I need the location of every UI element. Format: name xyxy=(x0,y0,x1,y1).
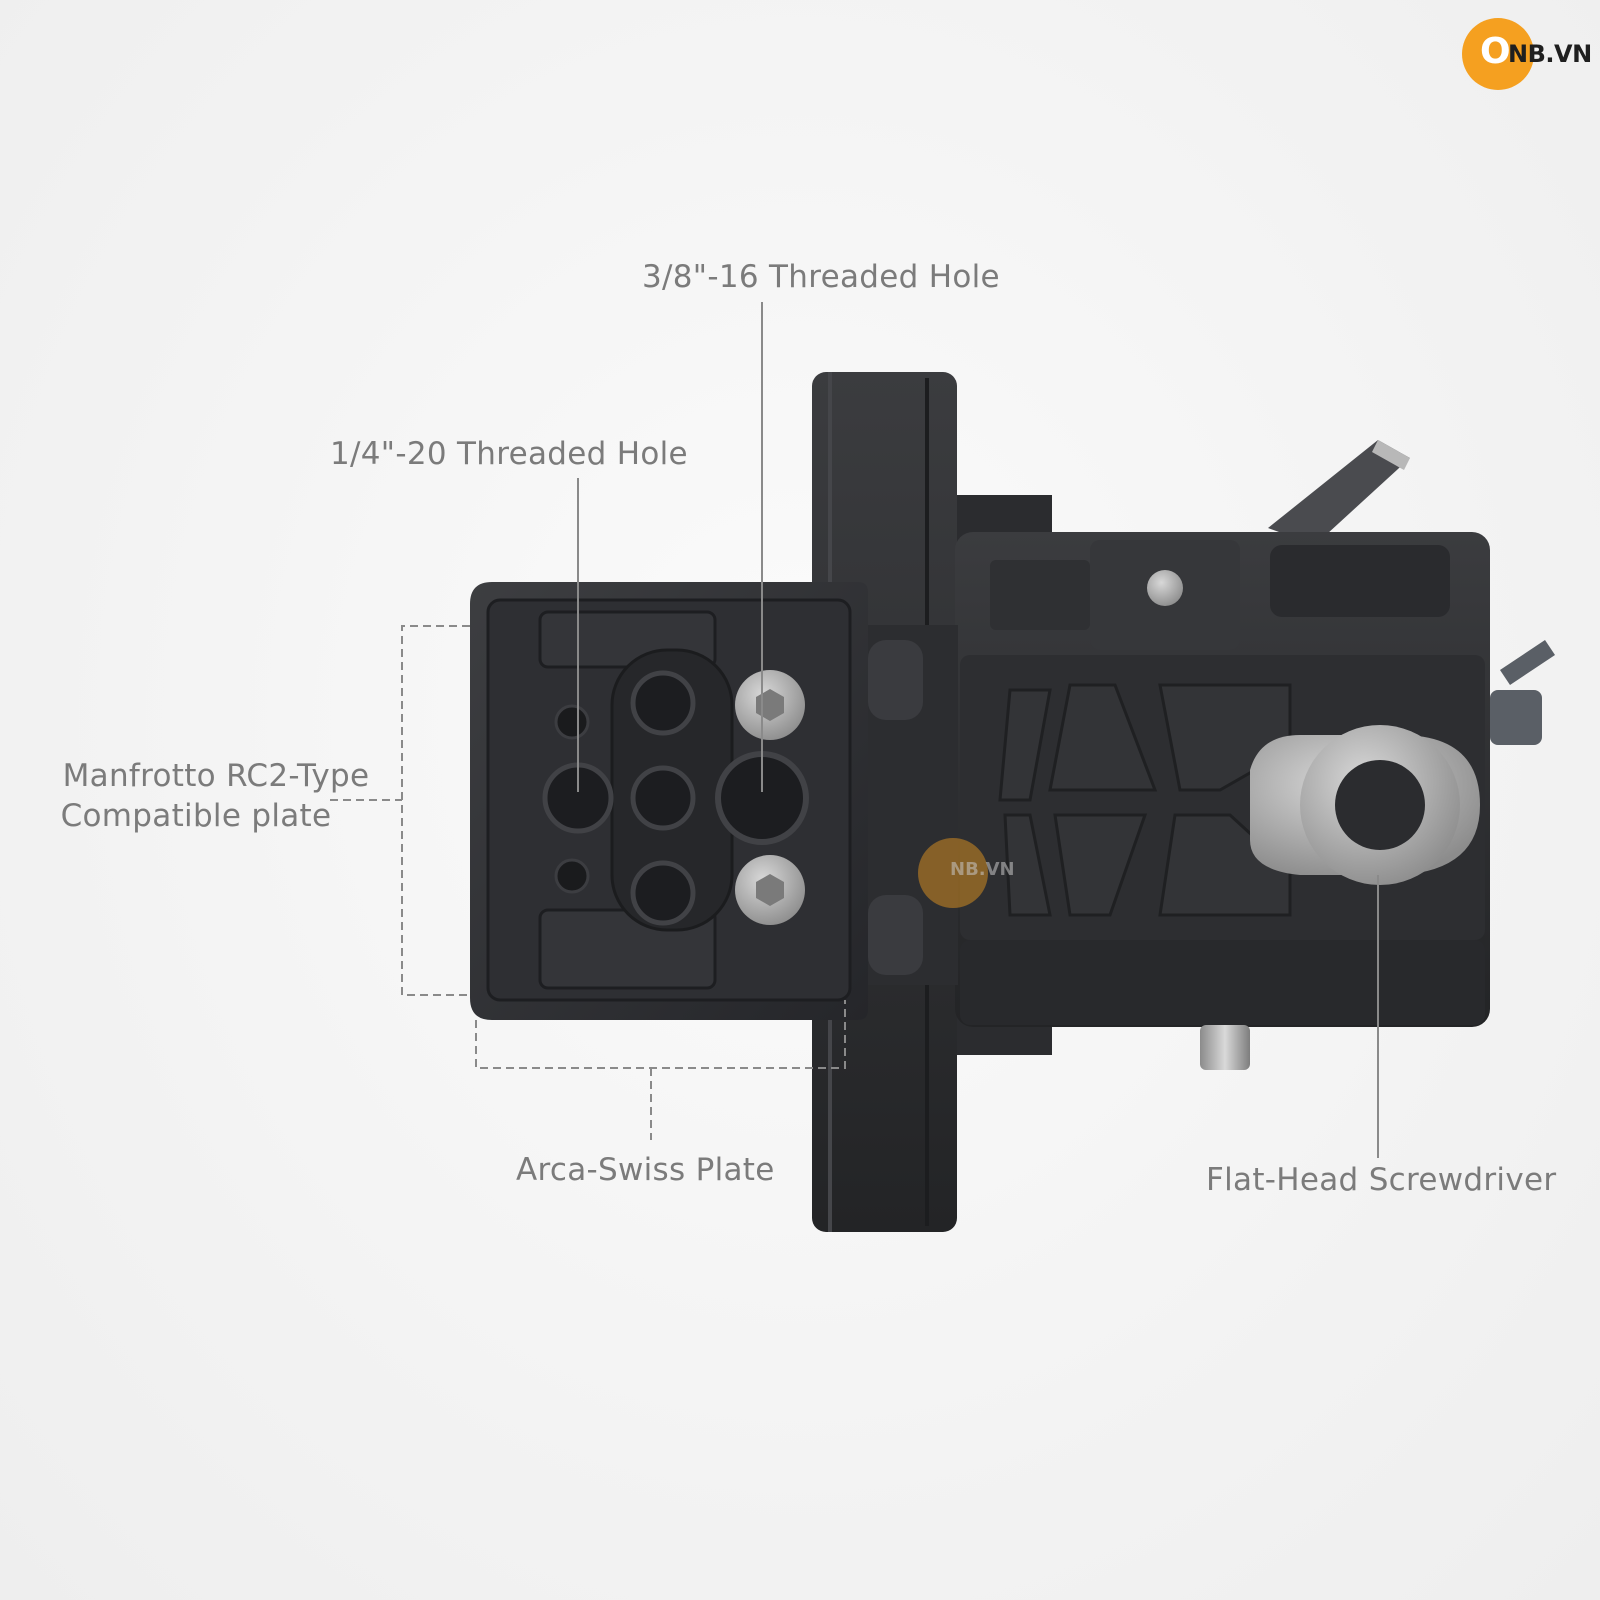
watermark-text: NB.VN xyxy=(950,859,1015,880)
knob-dot-icon xyxy=(1147,570,1183,606)
hex-screws xyxy=(735,670,805,925)
locking-lever xyxy=(1268,440,1410,545)
label-flat-head-screwdriver: Flat-Head Screwdriver xyxy=(1206,1162,1557,1198)
flat-head-screwdriver xyxy=(1250,725,1480,885)
clamp-body xyxy=(955,532,1555,1070)
screwdriver-hole-icon xyxy=(1335,760,1425,850)
quick-release-plate xyxy=(470,582,868,1020)
logo-letter: O xyxy=(1480,31,1511,72)
label-38-threaded-hole: 3/8"-16 Threaded Hole xyxy=(642,259,1000,295)
logo-circle-icon xyxy=(1462,18,1534,90)
logo-text: NB.VN xyxy=(1508,40,1592,68)
watermark-circle xyxy=(918,838,988,908)
label-manfrotto-line1: Manfrotto RC2-Type xyxy=(62,758,370,794)
label-arca-swiss-plate: Arca-Swiss Plate xyxy=(516,1152,775,1188)
brand-logo: O NB.VN xyxy=(1462,18,1592,90)
threaded-holes xyxy=(542,670,809,926)
callout-lines xyxy=(330,302,1379,1158)
hinge xyxy=(858,625,958,985)
label-14-threaded-hole: 1/4"-20 Threaded Hole xyxy=(330,436,688,472)
bracket-manfrotto xyxy=(401,625,470,996)
label-manfrotto-line2: Compatible plate xyxy=(60,798,332,834)
